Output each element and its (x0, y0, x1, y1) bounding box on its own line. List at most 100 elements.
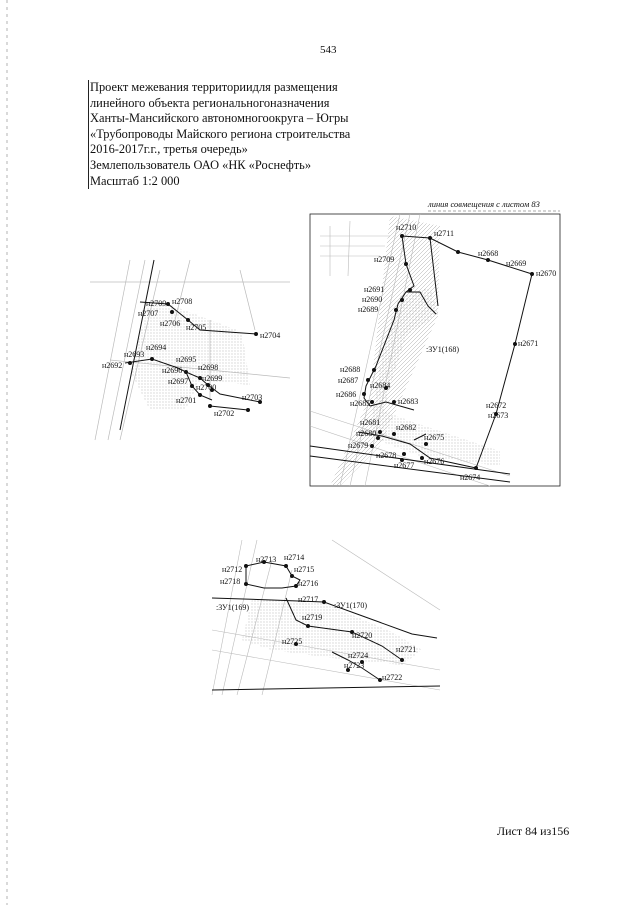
point-label: н2713 (256, 555, 276, 564)
left-parcel-fill (130, 300, 250, 410)
boundary-point (392, 432, 396, 436)
point-label: н2724 (348, 651, 368, 660)
point-label: н2711 (434, 229, 454, 238)
left-labels: н2709 н2708 н2707 н2706 н2705 н2704 н269… (102, 297, 280, 418)
boundary-point (362, 392, 366, 396)
point-label: н2693 (124, 350, 144, 359)
boundary-point (378, 678, 382, 682)
boundary-point (360, 660, 364, 664)
boundary-point (486, 258, 490, 262)
point-label: н2718 (220, 577, 240, 586)
map-fragment-left: н2709 н2708 н2707 н2706 н2705 н2704 н269… (90, 259, 291, 441)
point-label: н2685 (350, 399, 370, 408)
boundary-point (258, 400, 262, 404)
boundary-point (456, 250, 460, 254)
boundary-point (530, 272, 534, 276)
point-label: н2668 (478, 249, 498, 258)
boundary-point (208, 404, 212, 408)
boundary-point (378, 430, 382, 434)
boundary-point (210, 388, 214, 392)
left-points (128, 302, 262, 412)
header-line: Масштаб 1:2 000 (90, 173, 180, 188)
boundary-point (206, 383, 210, 387)
boundary-point (402, 452, 406, 456)
boundary-point (350, 630, 354, 634)
point-label: н2715 (294, 565, 314, 574)
point-label: н2714 (284, 553, 304, 562)
right-parcel-fill (370, 288, 500, 466)
point-label: н2683 (398, 397, 418, 406)
boundary-point (372, 368, 376, 372)
point-label: н2697 (168, 377, 188, 386)
boundary-point (370, 400, 374, 404)
bottom-labels: н2713 н2714 н2712 н2715 н2718 н2716 н271… (220, 553, 416, 682)
boundary-point (428, 236, 432, 240)
point-label: н2684 (370, 381, 390, 390)
boundary-point (424, 442, 428, 446)
point-label: н2696 (162, 366, 182, 375)
boundary-point (322, 600, 326, 604)
point-label: н2719 (302, 613, 322, 622)
point-label: н2701 (176, 396, 196, 405)
point-label: н2698 (198, 363, 218, 372)
boundary-point (166, 302, 170, 306)
boundary-point (244, 564, 248, 568)
map-fragment-right: линия совмещения с листом 83 (309, 199, 561, 487)
point-label: н2691 (364, 285, 384, 294)
header-line: «Трубопроводы Майского региона строитель… (90, 126, 351, 141)
point-label: н2717 (298, 595, 318, 604)
point-label: н2716 (298, 579, 318, 588)
document-header: Проект межевания территориидля размещени… (88, 80, 410, 190)
boundary-point (394, 308, 398, 312)
point-label: н2687 (338, 376, 358, 385)
point-label: н2725 (282, 637, 302, 646)
point-label: н2682 (396, 423, 416, 432)
point-label: н2680 (356, 429, 376, 438)
boundary-point (198, 376, 202, 380)
right-points (362, 234, 534, 470)
point-label: н2689 (358, 305, 378, 314)
point-label: н2721 (396, 645, 416, 654)
point-label: н2695 (176, 355, 196, 364)
bottom-points (244, 560, 404, 682)
point-label: н2679 (348, 441, 368, 450)
point-label: н2699 (202, 374, 222, 383)
point-label: н2672 (486, 401, 506, 410)
page-number: 543 (320, 44, 337, 56)
boundary-point (246, 408, 250, 412)
boundary-point (284, 564, 288, 568)
point-label: н2702 (214, 409, 234, 418)
boundary-point (366, 378, 370, 382)
boundary-point (128, 361, 132, 365)
map-background-lines (90, 259, 291, 441)
boundary-point (198, 393, 202, 397)
point-label: н2708 (172, 297, 192, 306)
parcel-label: :ЗУ1(169) (216, 603, 249, 612)
point-label: н2673 (488, 411, 508, 420)
scan-edge (6, 0, 8, 905)
boundary-point (262, 560, 266, 564)
point-label: н2692 (102, 361, 122, 370)
point-label: н2709 (146, 299, 166, 308)
point-label: н2709 (374, 255, 394, 264)
boundary-point (392, 400, 396, 404)
boundary-point (254, 332, 258, 336)
point-label: н2690 (362, 295, 382, 304)
boundary-point (400, 234, 404, 238)
seam-line-label: линия совмещения с листом 83 (427, 199, 540, 209)
point-label: н2723 (344, 661, 364, 670)
boundary-point (190, 384, 194, 388)
boundary-point (513, 342, 517, 346)
boundary-point (294, 642, 298, 646)
boundary-point (420, 456, 424, 460)
boundary-point (404, 262, 408, 266)
point-label: н2722 (382, 673, 402, 682)
right-boundary (309, 235, 533, 483)
map-frame (309, 213, 561, 487)
point-label: н2704 (260, 331, 280, 340)
point-label: н2703 (242, 393, 262, 402)
header-line: 2016-2017г.г., третья очередь» (90, 142, 248, 157)
point-label: н2705 (186, 323, 206, 332)
boundary-point (400, 458, 404, 462)
parcel-label: :ЗУ1(170) (334, 601, 367, 610)
